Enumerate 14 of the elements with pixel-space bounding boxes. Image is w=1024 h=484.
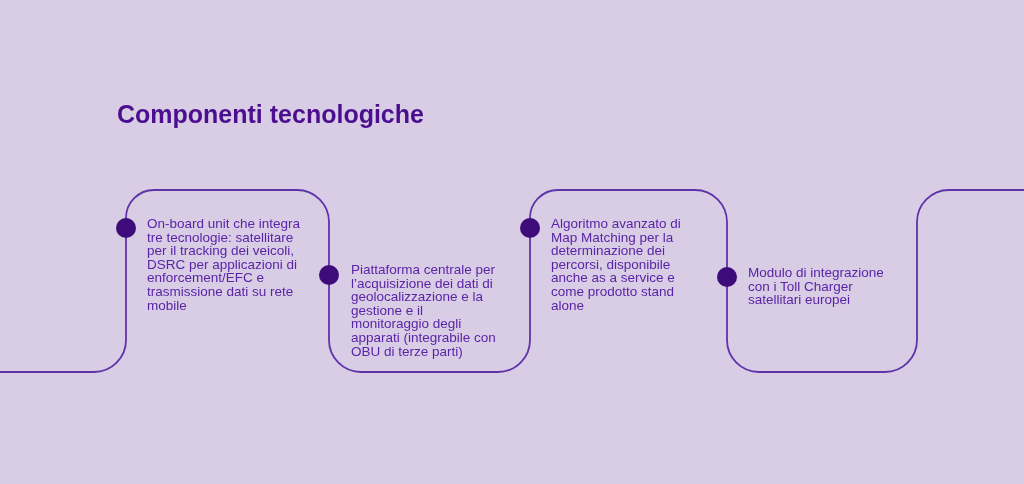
diagram-title: Componenti tecnologiche — [117, 101, 424, 129]
timeline-line — [0, 237, 127, 373]
timeline-dot — [319, 265, 339, 285]
step-description: On-board unit che integra tre tecnologie: satellitare per il tracking dei veicoli, DSRC per applicazioni di enforcement/EFC e trasmissione dati su rete mobile — [147, 217, 302, 313]
step-description: Piattaforma centrale per l’acquisizione dei dati di geolocalizzazione e la gestione e il monitoraggio degli apparati (integrabile con OBU di terze parti) — [351, 263, 497, 359]
timeline-dot — [717, 267, 737, 287]
timeline-line — [328, 237, 531, 373]
step-description: Algoritmo avanzato di Map Matching per la determinazione dei percorsi, disponibile anche as a service e come prodotto stand alone — [551, 217, 682, 313]
timeline-dot — [520, 218, 540, 238]
timeline-line — [125, 189, 330, 266]
timeline-dot — [116, 218, 136, 238]
timeline-line — [529, 189, 728, 268]
step-description: Modulo di integrazione con i Toll Charger satellitari europei — [748, 266, 885, 307]
timeline-line — [726, 189, 1024, 373]
